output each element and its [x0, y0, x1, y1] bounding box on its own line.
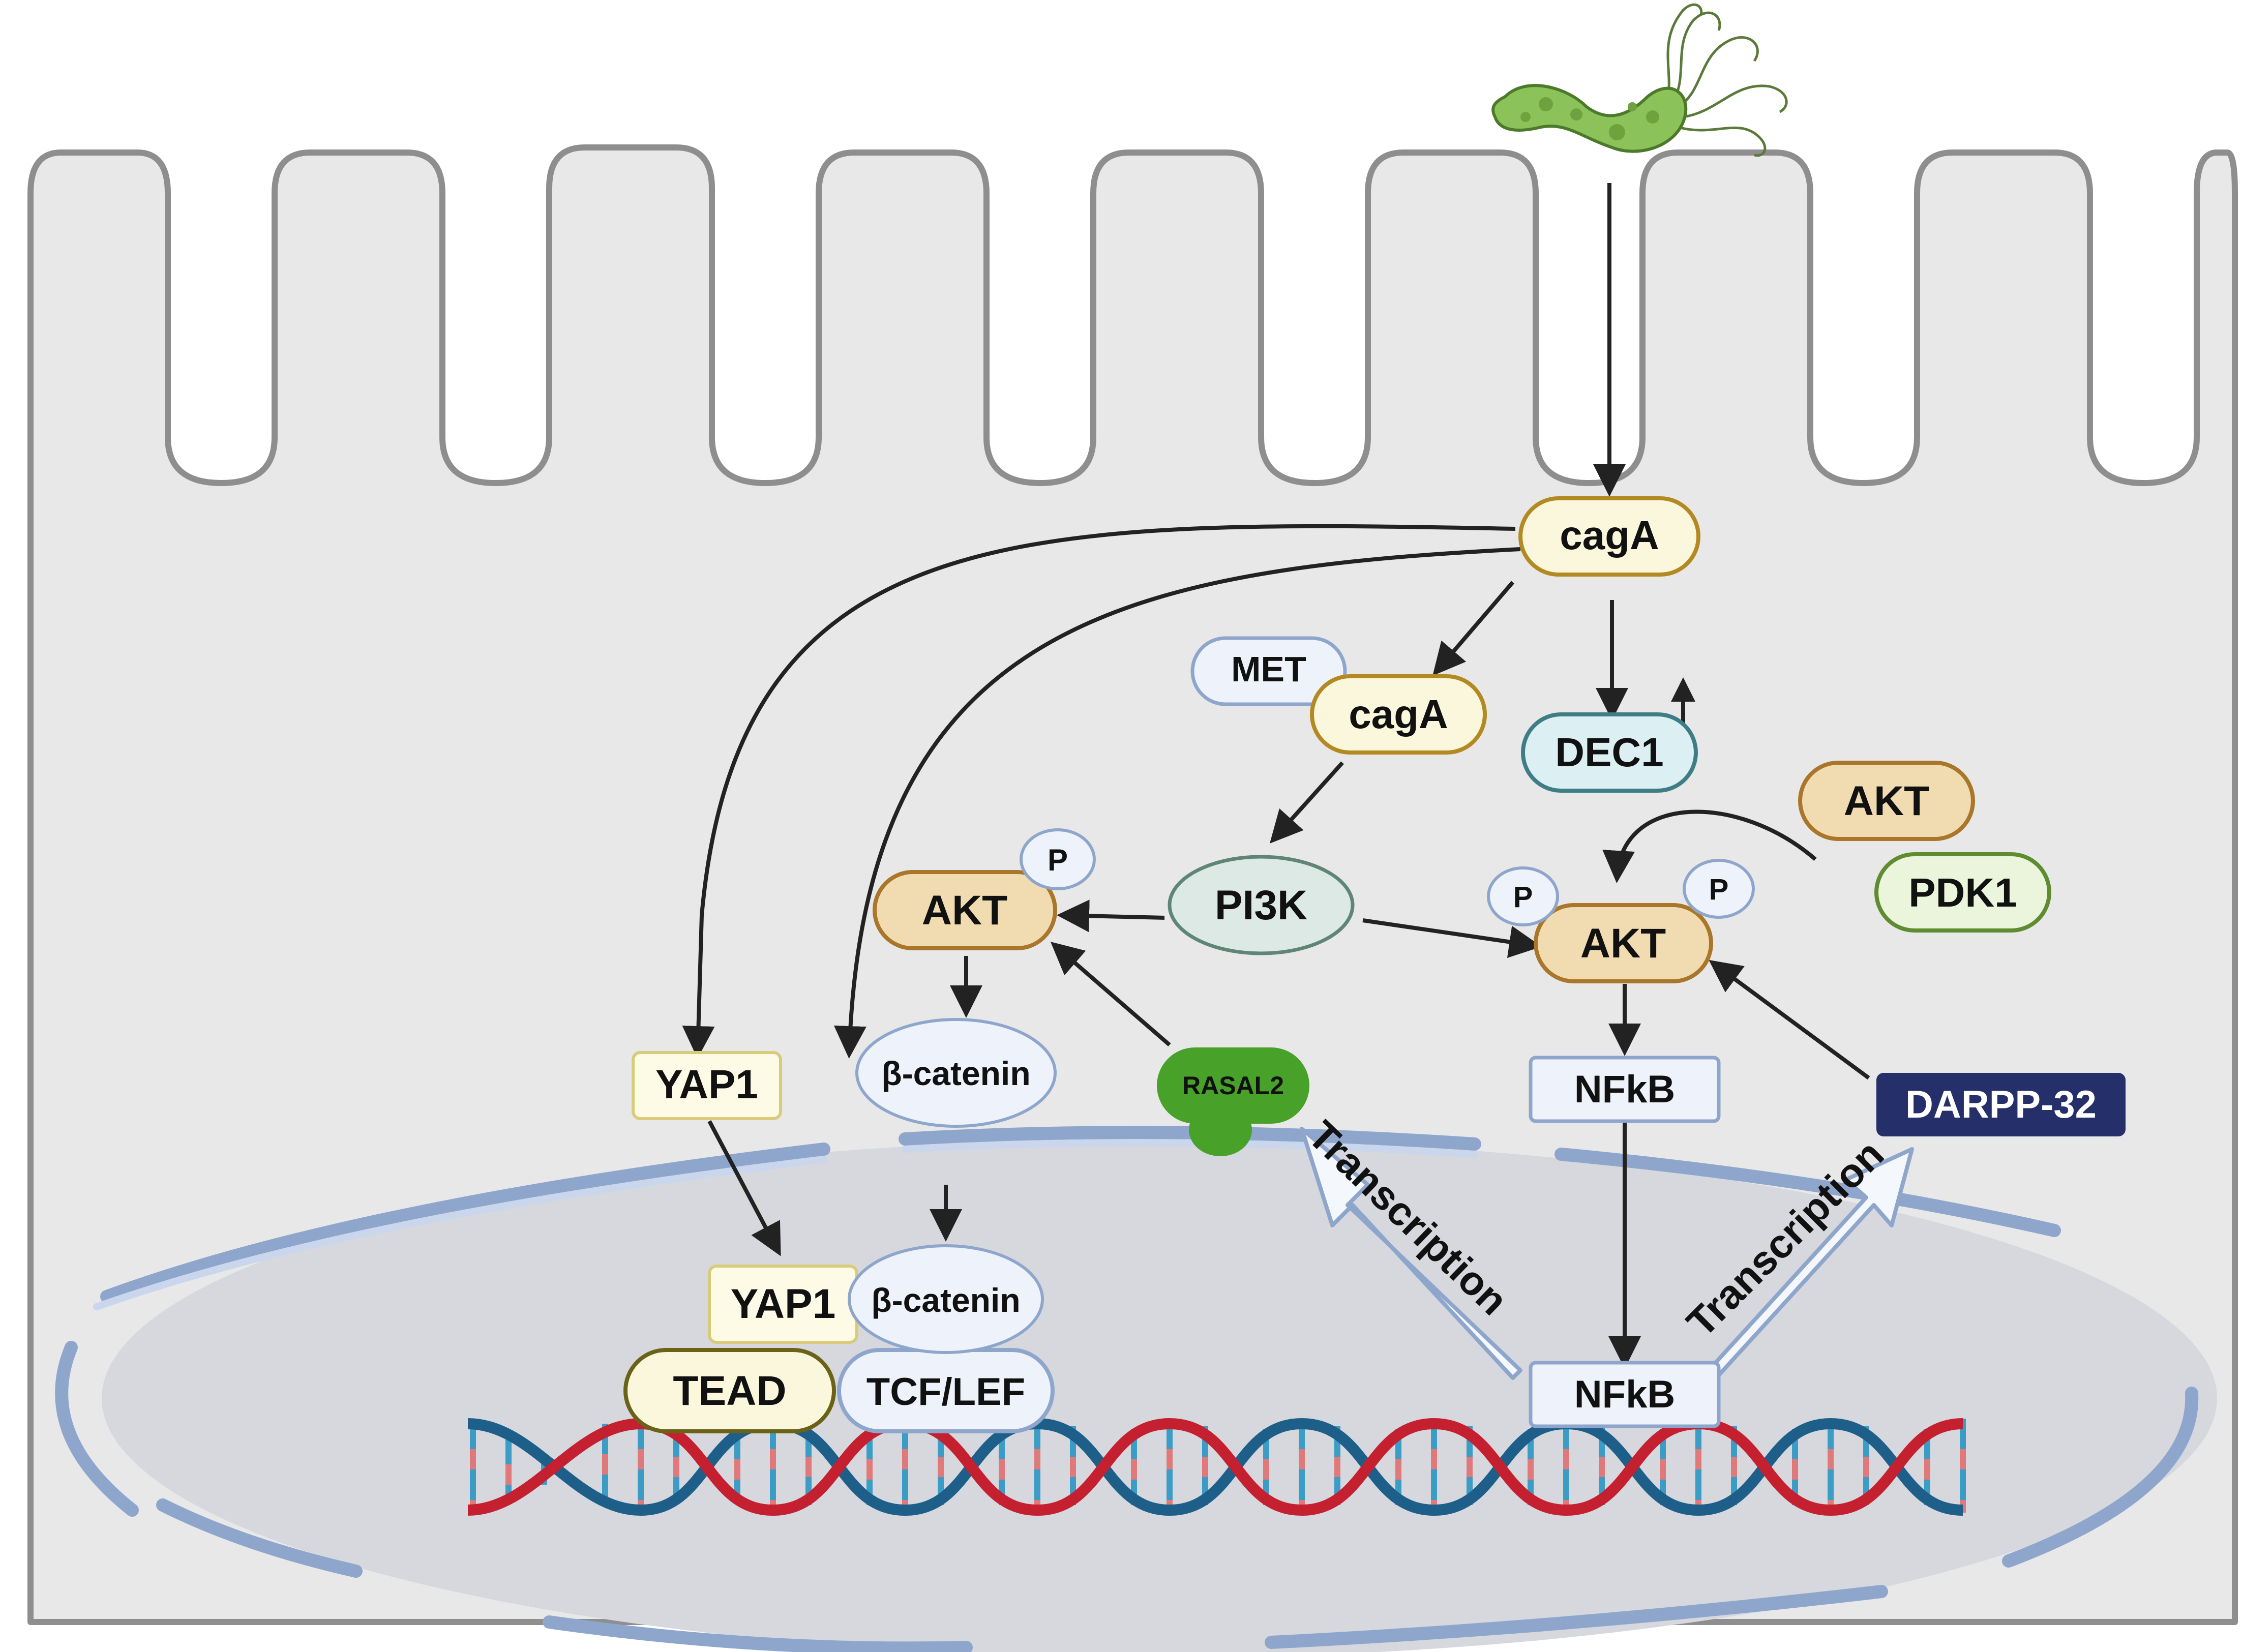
dec1-node[interactable]: DEC1: [1521, 712, 1698, 793]
tcflef-label: TCF/LEF: [866, 1370, 1025, 1414]
met-label: MET: [1231, 649, 1306, 689]
caga-node[interactable]: cagA: [1518, 496, 1700, 577]
pi3k-label: PI3K: [1215, 882, 1307, 928]
bcatenin-nuc-label: β-catenin: [871, 1281, 1020, 1319]
bcatenin-cyto-node[interactable]: β-catenin: [855, 1018, 1057, 1128]
caga-complex-node[interactable]: cagA: [1310, 674, 1487, 755]
nfkb-nuc-node[interactable]: NFkB: [1529, 1361, 1721, 1428]
akt-right-label: AKT: [1580, 920, 1666, 967]
bcatenin-nuc-node[interactable]: β-catenin: [848, 1244, 1044, 1354]
tead-label: TEAD: [673, 1368, 786, 1414]
helicobacter-bacterium-icon: [1491, 3, 1788, 157]
arrow-pi3k-to-akt-left: [1057, 899, 1165, 933]
phospho-right-a-label: P: [1513, 881, 1533, 914]
rasal2-node[interactable]: RASAL2: [1157, 1047, 1309, 1156]
dec1-label: DEC1: [1555, 730, 1663, 775]
arrow-yap1-to-nucleus: [707, 1120, 781, 1256]
nfkb-nuc-label: NFkB: [1574, 1373, 1675, 1416]
nfkb-cyto-label: NFkB: [1574, 1068, 1675, 1111]
pdk1-label: PDK1: [1908, 870, 2017, 915]
yap1-cyto-label: YAP1: [655, 1062, 758, 1107]
akt-left-node[interactable]: AKT: [873, 870, 1057, 950]
arrow-pi3k-to-akt-right: [1362, 918, 1542, 958]
akt-left-label: AKT: [922, 887, 1008, 934]
pdk1-node[interactable]: PDK1: [1874, 852, 2051, 933]
arrow-rasal2-to-akt: [1050, 942, 1171, 1047]
caga-label: cagA: [1560, 513, 1659, 558]
tcflef-node[interactable]: TCF/LEF: [837, 1348, 1055, 1433]
arrow-caga-complex-to-pi3k: [1269, 761, 1344, 844]
pi3k-node[interactable]: PI3K: [1168, 855, 1355, 955]
arrow-caga-to-met-complex: [1432, 581, 1515, 676]
met-node[interactable]: MET: [1190, 636, 1347, 706]
phospho-left-label: P: [1048, 843, 1068, 877]
arrow-caga-to-bcatenin: [833, 547, 1521, 1059]
darpp32-node[interactable]: DARPP-32: [1876, 1073, 2126, 1136]
rasal2-label: RASAL2: [1182, 1071, 1284, 1100]
caga-complex-label: cagA: [1349, 692, 1448, 737]
bcatenin-cyto-label: β-catenin: [881, 1055, 1030, 1092]
arrow-pdk1-to-akt: [1602, 809, 1817, 883]
akt-right-node[interactable]: AKT: [1534, 903, 1713, 983]
darpp32-label: DARPP-32: [1905, 1083, 2097, 1126]
nfkb-cyto-node[interactable]: NFkB: [1529, 1056, 1721, 1123]
phospho-left-node: P: [1020, 828, 1096, 890]
akt-right-top-node[interactable]: AKT: [1798, 761, 1975, 841]
arrow-darpp32-to-akt: [1709, 959, 1870, 1080]
tead-node[interactable]: TEAD: [623, 1348, 836, 1433]
phospho-right-b-label: P: [1709, 873, 1729, 906]
phospho-right-b-node: P: [1683, 859, 1755, 919]
arrow-caga-to-yap1: [682, 524, 1516, 1059]
yap1-nuc-node[interactable]: YAP1: [708, 1265, 858, 1344]
yap1-cyto-node[interactable]: YAP1: [632, 1051, 782, 1120]
phospho-right-a-node: P: [1487, 866, 1559, 926]
nucleus: [55, 1126, 2217, 1652]
nuclear-envelope: [55, 1126, 2199, 1652]
yap1-nuc-label: YAP1: [731, 1281, 836, 1327]
akt-right-top-label: AKT: [1844, 778, 1930, 824]
